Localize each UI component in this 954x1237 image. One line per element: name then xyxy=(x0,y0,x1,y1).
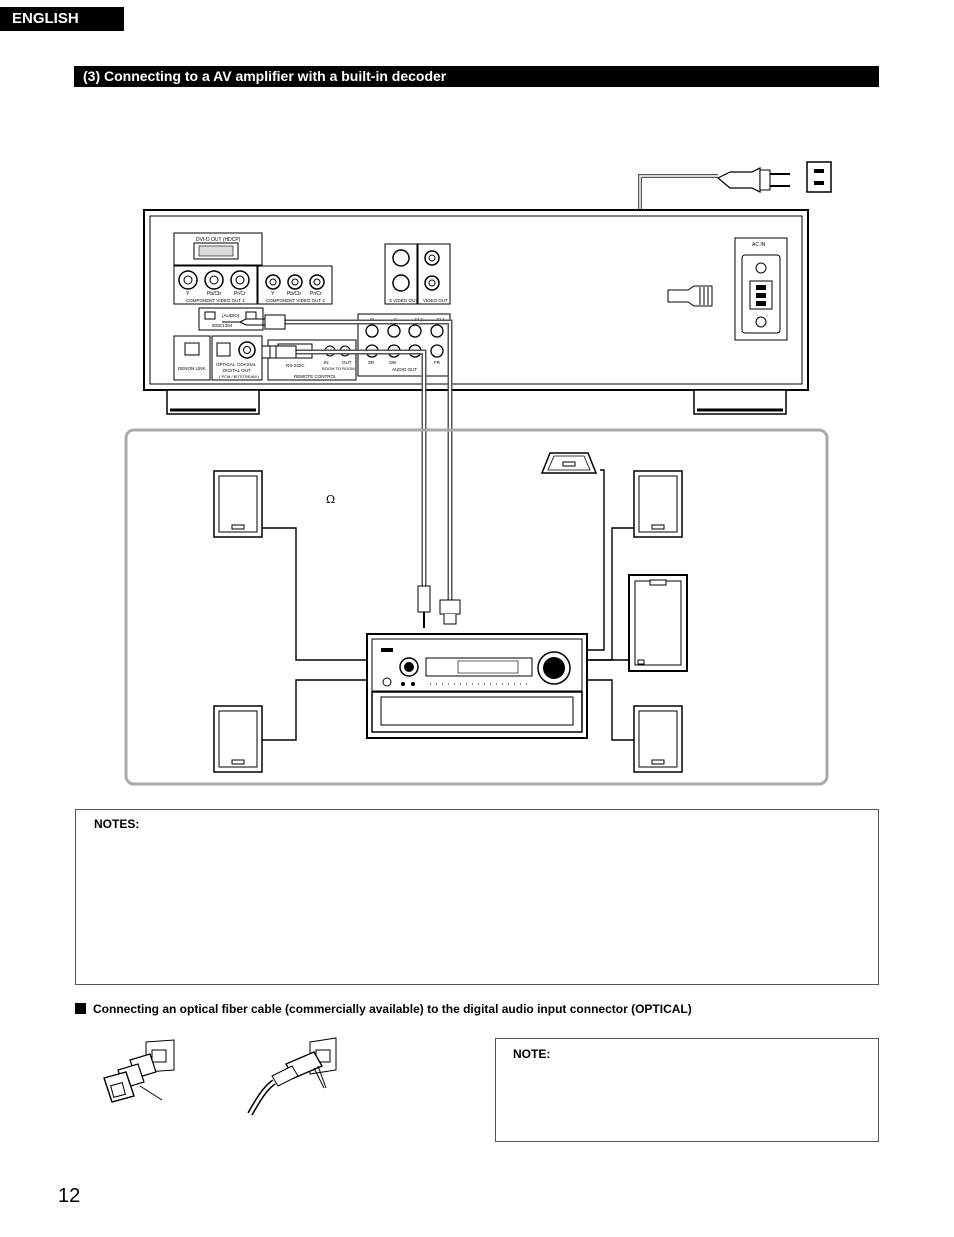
notes-box: NOTES: xyxy=(75,809,879,985)
subwoofer xyxy=(628,574,688,672)
sw-label: SW xyxy=(389,360,397,365)
video-out-label: VIDEO OUT xyxy=(423,298,448,303)
component1-pr: Pr/Cr xyxy=(234,291,246,297)
speaker-front-right xyxy=(633,470,683,538)
note-box: NOTE: xyxy=(495,1038,879,1142)
component1-pb: Pb/Cb xyxy=(207,291,221,297)
section-title: (3) Connecting to a AV amplifier with a … xyxy=(74,66,879,87)
speaker-front-left xyxy=(213,470,263,538)
component2-pr: Pr/Cr xyxy=(310,291,322,297)
remote-control-label: REMOTE CONTROL xyxy=(294,374,337,379)
optical-cap-removal-figure xyxy=(103,1039,175,1103)
ieee-audio-label: (AUDIO) xyxy=(222,313,240,318)
page-number: 12 xyxy=(58,1185,81,1207)
component2-label: COMPONENT VIDEO OUT 2 xyxy=(266,298,325,303)
in-label: IN xyxy=(324,360,329,365)
av-amplifier xyxy=(366,633,588,739)
power-plug xyxy=(716,167,790,193)
sr-label: SR xyxy=(368,360,375,365)
component2-y: Y xyxy=(271,291,275,297)
fr-label: FR xyxy=(434,360,441,365)
component2-pb: Pb/Cb xyxy=(287,291,301,297)
bullet-square-icon xyxy=(75,1003,86,1014)
room-to-room-label: ROOM TO ROOM xyxy=(322,366,355,371)
denon-link-label: DENON LINK xyxy=(178,366,206,371)
ieee-label: IEEE1394 xyxy=(212,323,233,328)
notes-title: NOTES: xyxy=(94,817,140,831)
optical-section-heading: Connecting an optical fiber cable (comme… xyxy=(75,1002,692,1016)
ac-in-label: AC IN xyxy=(752,242,766,248)
digital-out-label: DIGITAL OUT xyxy=(223,368,251,373)
component1-label: COMPONENT VIDEO OUT 1 xyxy=(186,298,245,303)
connection-diagram: DVI-D OUT (HDCP) Y Pb/Cb Pr/Cr COMPONENT… xyxy=(124,161,832,786)
note-title: NOTE: xyxy=(513,1047,551,1061)
audio-out-label: AUDIO OUT xyxy=(392,367,417,372)
dvd-player-rear-panel: DVI-D OUT (HDCP) Y Pb/Cb Pr/Cr COMPONENT… xyxy=(143,209,809,415)
optical-heading-text: Connecting an optical fiber cable (comme… xyxy=(93,1002,692,1016)
optical-connector-illustrations xyxy=(103,1037,337,1116)
s-video-out-label: S VIDEO OUT xyxy=(389,298,418,303)
coaxial-label: COAXIAL xyxy=(237,362,257,367)
component1-y: Y xyxy=(186,291,190,297)
rs232c-label: RS-232C xyxy=(286,363,305,368)
ohm-symbol: Ω xyxy=(326,493,335,506)
room-frame xyxy=(124,428,829,786)
language-tab: ENGLISH xyxy=(0,7,124,31)
pcm-label: ( PCM / BITSTREAM ) xyxy=(219,374,260,379)
speaker-surround-right xyxy=(633,705,683,773)
digital-cables xyxy=(222,314,461,628)
optical-plug-insertion-figure xyxy=(247,1037,337,1116)
speaker-center xyxy=(540,452,598,474)
wall-outlet xyxy=(806,161,832,193)
optical-label: OPTICAL xyxy=(216,362,236,367)
dvi-label: DVI-D OUT (HDCP) xyxy=(196,237,241,243)
speaker-surround-left xyxy=(213,705,263,773)
out-label: OUT xyxy=(342,360,352,365)
